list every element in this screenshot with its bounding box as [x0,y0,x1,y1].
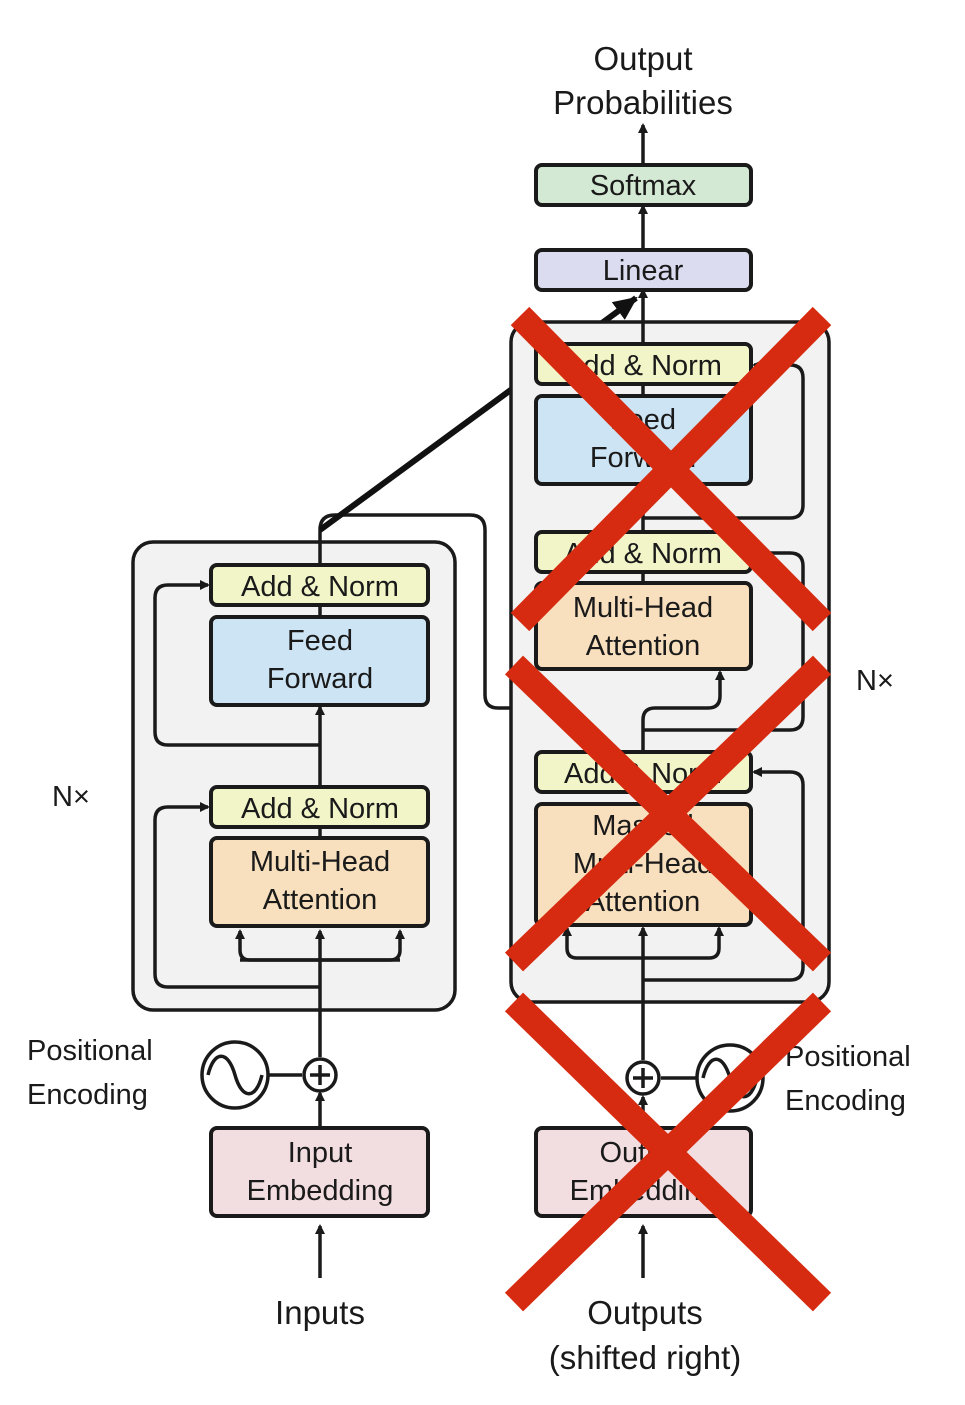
encoder-to-decoder-line [318,513,720,710]
encoder-v-arrow [320,929,405,962]
cross-mark-bottom-b [504,992,832,1312]
outputs-label-line1: Outputs [587,1294,703,1331]
encoder-attention-box [209,836,430,928]
decoder-repeat-label: N× [856,665,894,697]
linear-box [534,248,753,292]
decoder-cross-attention-line1: Multi-Head [573,592,713,624]
decoder-cross-attention-box [534,581,753,671]
cross-mark-mid-b [504,655,832,972]
decoder-norm-to-cross-arrow [641,670,725,752]
encoder-pe-sine [206,1054,264,1096]
inputs-label: Inputs [275,1294,365,1331]
input-embedding-line2: Embedding [247,1175,394,1207]
outputs-label-line2: (shifted right) [549,1339,742,1376]
decoder-ffn-residual [643,360,805,520]
softmax-box [534,163,753,207]
decoder-masked-residual [643,767,805,982]
encoder-attn-residual [153,802,320,989]
encoder-add-plus [310,1065,330,1085]
input-embedding-line1: Input [288,1137,353,1169]
output-probabilities-line2: Probabilities [553,84,733,121]
decoder-pe-label-line1: Positional [785,1041,911,1073]
encoder-add-norm-bottom: Add & Norm [241,793,399,825]
linear-label: Linear [603,255,684,287]
encoder-feed-forward-line1: Feed [287,625,353,657]
decoder-add-plus [633,1068,653,1088]
encoder-feed-forward-line2: Forward [267,663,373,695]
input-embedding-box [209,1126,430,1218]
decoder-pe-label-line2: Encoding [785,1085,906,1117]
decoder-cross-attention-line2: Attention [586,630,700,662]
decoder-cross-residual [643,548,805,732]
encoder-repeat-label: N× [52,781,90,813]
encoder-ffn-residual [153,580,320,747]
encoder-add-norm-bottom-box [209,785,430,829]
encoder-feed-forward-box [209,615,430,707]
decoder-masked-q-arrow [562,926,643,960]
output-probabilities-line1: Output [593,40,692,77]
encoder-stack [131,540,457,1012]
softmax-label: Softmax [590,170,697,202]
encoder-pe-label-line2: Encoding [27,1079,148,1111]
cross-mark-top-b [510,306,832,632]
encoder-q-arrow [235,929,320,962]
encoder-pe-label-line1: Positional [27,1035,153,1067]
encoder-attention-line2: Attention [263,884,377,916]
cross-out-marks [504,306,832,1312]
encoder-add-norm-top: Add & Norm [241,571,399,603]
encoder-add-norm-top-box [209,563,430,607]
decoder-masked-v-arrow [643,926,724,960]
encoder-attention-line1: Multi-Head [250,846,390,878]
